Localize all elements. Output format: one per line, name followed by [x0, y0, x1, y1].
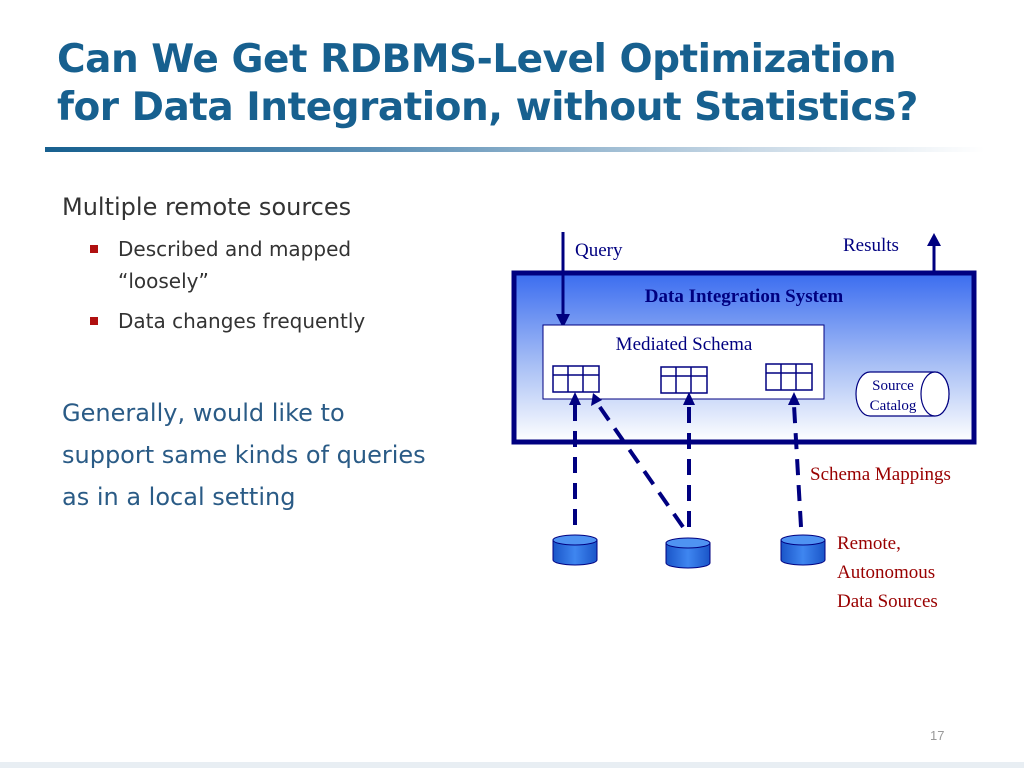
source-catalog-icon — [855, 371, 950, 417]
title-line-1: Can We Get RDBMS-Level Optimization — [57, 37, 897, 82]
query-arrow-head-icon — [556, 314, 570, 328]
remote-sources-label-2: Autonomous — [837, 562, 935, 583]
table-icon — [660, 366, 708, 394]
results-arrow-head-icon — [927, 233, 941, 246]
point-line-3: as in a local setting — [62, 483, 296, 511]
mediated-schema-label: Mediated Schema — [616, 334, 753, 355]
schema-mappings-label: Schema Mappings — [810, 464, 951, 485]
page-number: 17 — [930, 728, 945, 743]
point-line-1: Generally, would like to — [62, 399, 345, 427]
sub-bullet-changes: Data changes frequently — [88, 305, 418, 337]
database-icon — [780, 534, 826, 566]
point-line-2: support same kinds of queries — [62, 441, 426, 469]
schema-mapping-arrows — [573, 401, 803, 529]
mapping-arrow-head-icon — [569, 392, 800, 406]
sub-bullet-described: Described and mapped “loosely” — [88, 233, 418, 297]
source-catalog-label-1: Source — [872, 378, 914, 394]
bullet-square-icon — [90, 317, 98, 325]
sub-bullet-text-cont: “loosely” — [118, 269, 209, 293]
table-icon — [552, 365, 600, 393]
title-underline — [45, 147, 985, 152]
point-multiple-sources: Multiple remote sources — [62, 193, 352, 221]
slide-title: Can We Get RDBMS-Level Optimization for … — [57, 36, 1007, 132]
point-generally: Generally, would like to support same ki… — [62, 392, 492, 518]
system-label: Data Integration System — [645, 286, 844, 307]
remote-sources-label-1: Remote, — [837, 533, 901, 554]
bottom-bar — [0, 762, 1024, 768]
remote-sources-label-3: Data Sources — [837, 591, 938, 612]
database-icon — [552, 534, 598, 566]
database-icon — [665, 537, 711, 569]
query-label: Query — [575, 240, 623, 261]
source-catalog-label-2: Catalog — [870, 398, 917, 414]
sub-bullet-text: Data changes frequently — [118, 309, 366, 333]
results-label: Results — [843, 235, 899, 256]
table-icon — [765, 363, 813, 391]
sub-bullet-list: Described and mapped “loosely” Data chan… — [88, 233, 418, 345]
title-line-2: for Data Integration, without Statistics… — [57, 85, 918, 130]
bullet-square-icon — [90, 245, 98, 253]
sub-bullet-text: Described and mapped — [118, 237, 352, 261]
